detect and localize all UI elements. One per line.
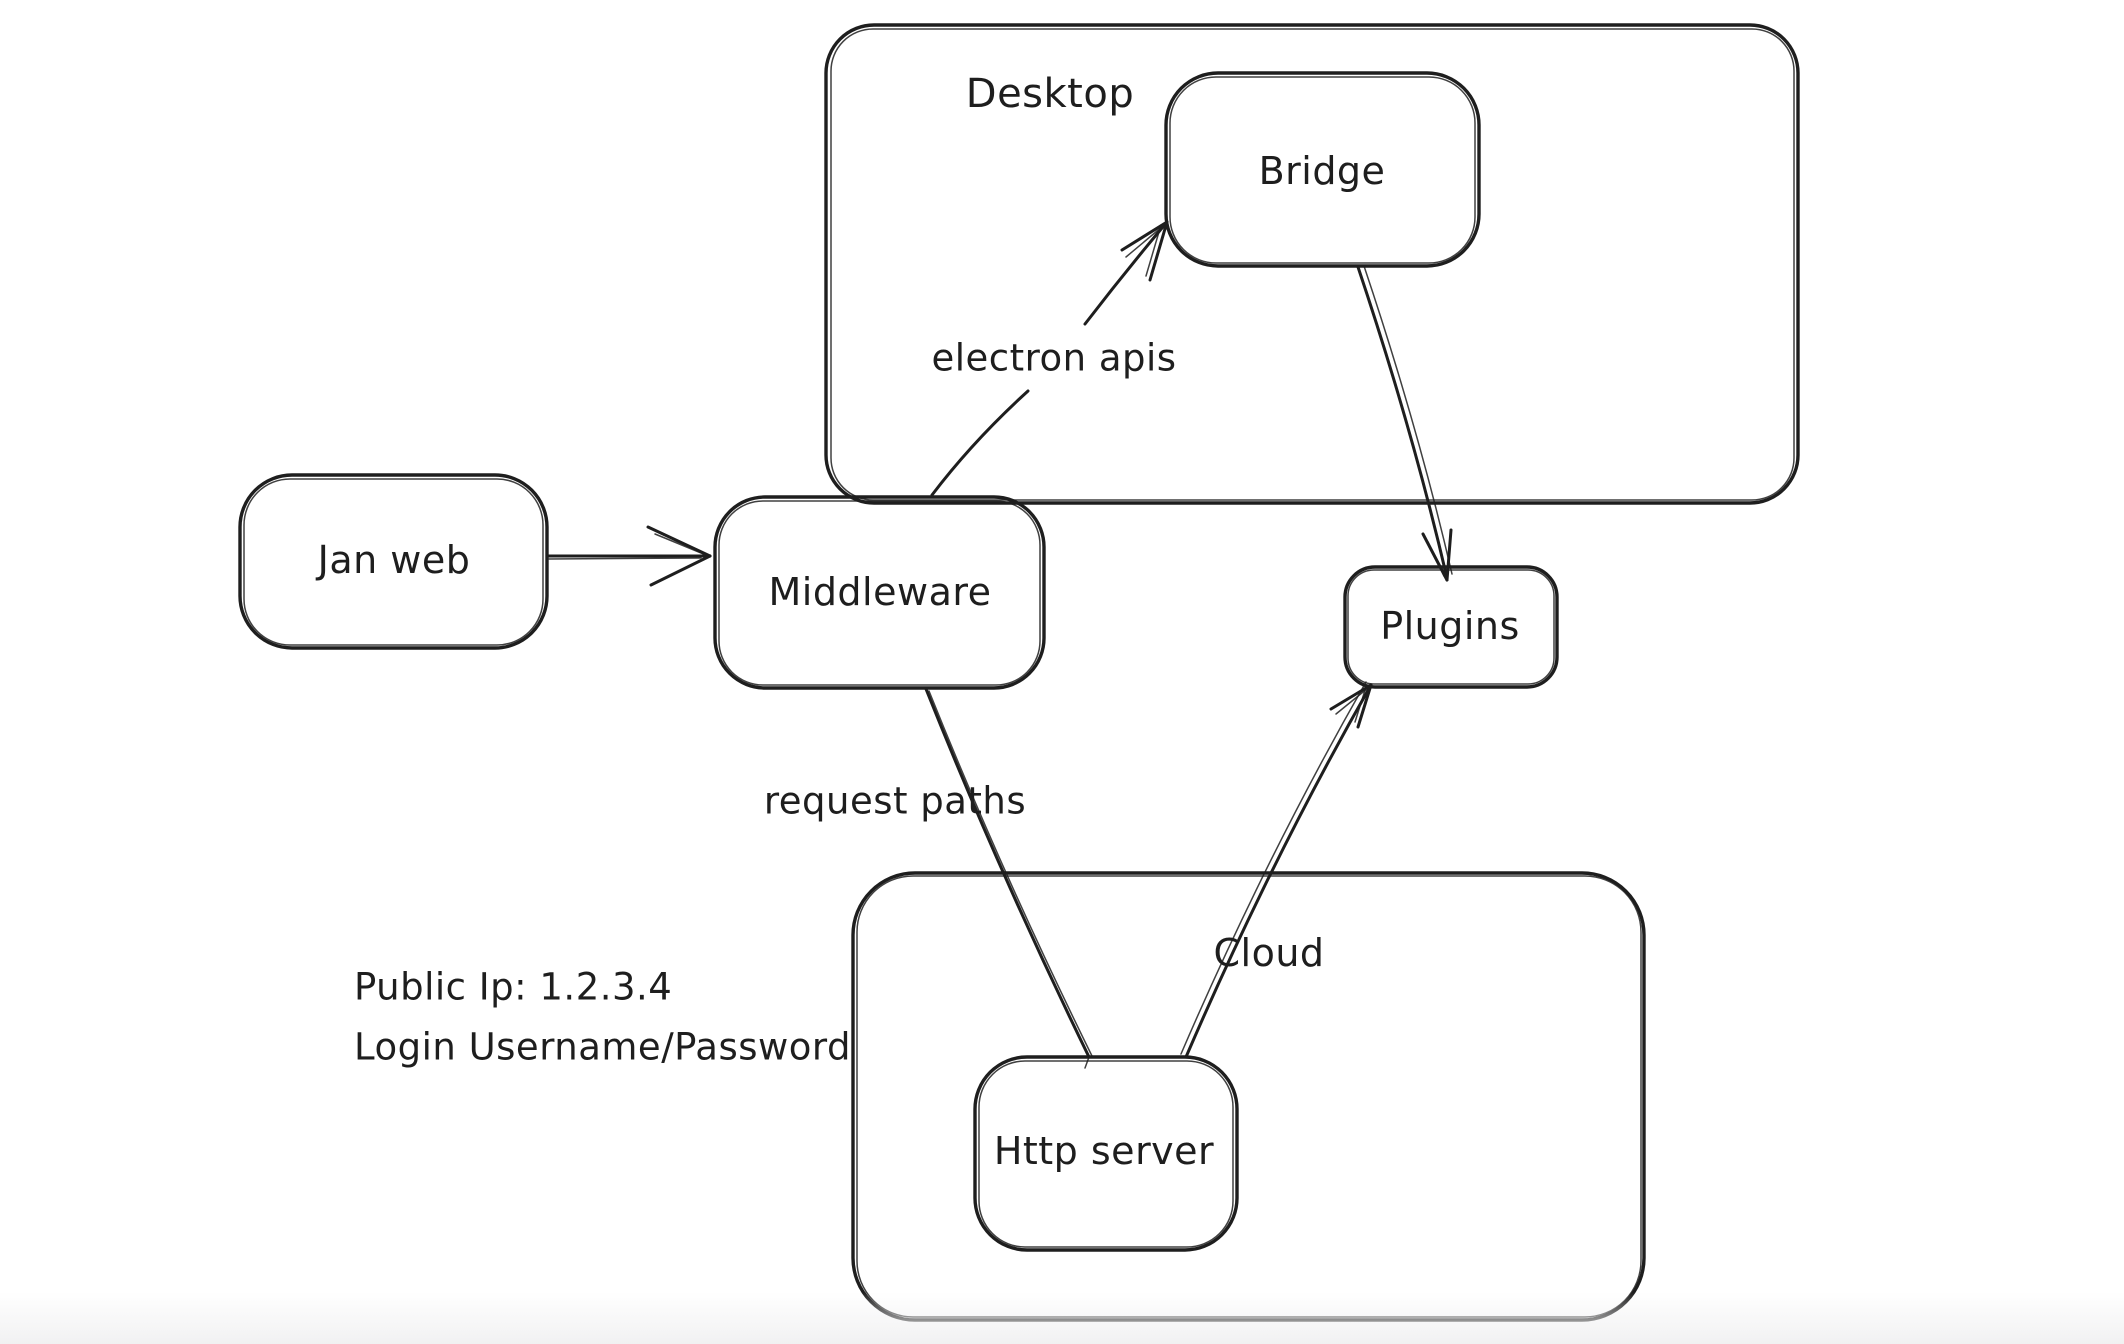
edge-middleware-to-httpserver-shaft: [924, 687, 1091, 1059]
edge-janweb-to-middleware-shaft-sketch: [548, 557, 702, 560]
edge-middleware-to-bridge-shaft-lower: [930, 389, 1030, 497]
edge-bridge-to-plugins[interactable]: [1356, 265, 1453, 582]
node-jan-web-border-sketch: [243, 478, 544, 646]
node-bridge-border-sketch: [1169, 76, 1476, 264]
edge-bridge-to-plugins-shaft: [1356, 265, 1449, 580]
node-plugins-label: Plugins: [1380, 604, 1520, 649]
edge-bridge-to-plugins-arrowhead-sketch: [1427, 541, 1445, 577]
frame-desktop-border-sketch: [830, 28, 1795, 501]
edge-middleware-to-httpserver-end-tick: [1084, 1056, 1090, 1069]
frame-desktop-label: Desktop: [965, 71, 1135, 117]
edge-httpserver-to-plugins-arrowhead-sketch: [1354, 686, 1367, 723]
node-http-server-border: [973, 1055, 1239, 1252]
edge-httpserver-to-plugins-shaft-sketch: [1180, 681, 1367, 1055]
edge-middleware-to-bridge-arrowhead: [1148, 220, 1169, 282]
node-bridge-label: Bridge: [1258, 149, 1386, 194]
node-jan-web-label: Jan web: [317, 538, 471, 583]
annotation-public-ip[interactable]: Public Ip: 1.2.3.4: [354, 965, 673, 1009]
edge-label-request-paths: request paths: [763, 779, 1027, 823]
node-http-server-label: Http server: [993, 1129, 1215, 1174]
node-bridge-border: [1164, 71, 1481, 268]
edge-httpserver-to-plugins-arrowhead: [1356, 683, 1373, 729]
edge-middleware-to-bridge-arrowhead-sketch: [1145, 224, 1162, 277]
node-bridge[interactable]: [1164, 71, 1481, 268]
edge-middleware-to-bridge-shaft-upper: [1083, 220, 1169, 326]
edge-httpserver-to-plugins-arrowhead: [1329, 683, 1373, 711]
node-jan-web-border: [238, 473, 549, 650]
edge-janweb-to-middleware-arrowhead: [649, 554, 712, 587]
frame-desktop-border: [824, 23, 1800, 505]
node-middleware[interactable]: [713, 495, 1046, 690]
node-http-server[interactable]: [973, 1055, 1239, 1252]
edge-label-electron-apis: electron apis: [931, 336, 1177, 380]
edge-httpserver-to-plugins-arrowhead-sketch: [1335, 687, 1369, 715]
edge-httpserver-to-plugins-shaft: [1184, 683, 1373, 1059]
node-middleware-border: [713, 495, 1046, 690]
node-http-server-border-sketch: [978, 1060, 1234, 1248]
edge-janweb-to-middleware[interactable]: [545, 525, 712, 587]
edge-janweb-to-middleware-arrowhead-sketch: [654, 533, 707, 556]
edge-bridge-to-plugins-arrowhead: [1445, 528, 1453, 582]
node-middleware-border-sketch: [718, 500, 1041, 686]
edge-httpserver-to-plugins[interactable]: [1180, 681, 1373, 1059]
node-middleware-label: Middleware: [768, 570, 992, 615]
annotation-login-credentials[interactable]: Login Username/Password: [354, 1025, 851, 1069]
edge-middleware-to-httpserver[interactable]: [924, 687, 1093, 1069]
frame-desktop[interactable]: [824, 23, 1800, 505]
edge-janweb-to-middleware-arrowhead: [646, 525, 712, 558]
edge-middleware-to-bridge-arrowhead-sketch: [1125, 225, 1164, 258]
edge-bridge-to-plugins-shaft-sketch: [1363, 265, 1453, 575]
edge-middleware-to-bridge[interactable]: [930, 220, 1169, 497]
edge-middleware-to-bridge-arrowhead: [1120, 220, 1169, 252]
edge-middleware-to-httpserver-shaft-sketch: [928, 690, 1093, 1057]
frame-cloud-label: Cloud: [1213, 931, 1325, 976]
node-jan-web[interactable]: [238, 473, 549, 650]
